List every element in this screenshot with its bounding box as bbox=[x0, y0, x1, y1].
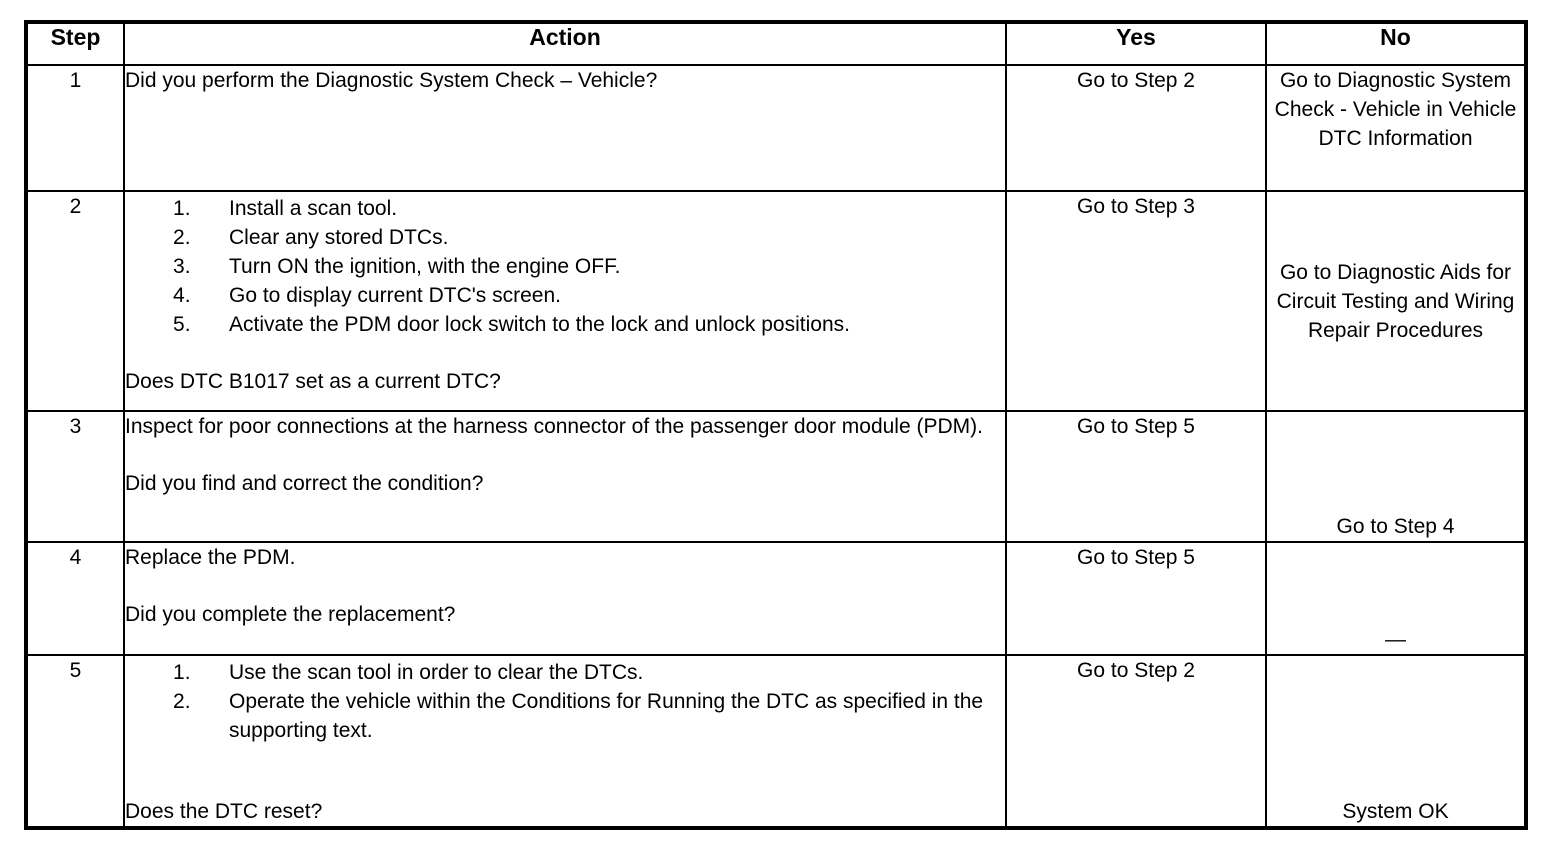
yes-cell: Go to Step 2 bbox=[1005, 64, 1267, 192]
yes-result-text: Go to Step 5 bbox=[1077, 415, 1195, 438]
list-item: Go to display current DTC's screen. bbox=[173, 281, 561, 310]
action-cell: Replace the PDM. Did you complete the re… bbox=[123, 541, 1007, 656]
action-step-list: Use the scan tool in order to clear the … bbox=[125, 658, 1005, 745]
table-row: 4 Replace the PDM. Did you complete the … bbox=[25, 541, 1527, 656]
no-result-text: Go to Diagnostic Aids for Circuit Testin… bbox=[1276, 260, 1515, 342]
list-item: Install a scan tool. bbox=[173, 194, 398, 223]
yes-cell: Go to Step 2 bbox=[1005, 654, 1267, 829]
table-header: Step Action Yes No bbox=[25, 21, 1527, 66]
no-result-text: System OK bbox=[1342, 800, 1449, 823]
action-question-text: Does the DTC reset? bbox=[125, 800, 323, 823]
yes-cell: Go to Step 5 bbox=[1005, 541, 1267, 656]
list-item: Operate the vehicle within the Condition… bbox=[173, 687, 984, 742]
no-result-text: — bbox=[1385, 628, 1406, 651]
table-row: 1 Did you perform the Diagnostic System … bbox=[25, 64, 1527, 192]
action-cell: Inspect for poor connections at the harn… bbox=[123, 410, 1007, 543]
step-number-cell: 2 bbox=[25, 190, 125, 412]
step-number-cell: 3 bbox=[25, 410, 125, 543]
column-header-yes: Yes bbox=[1005, 21, 1267, 66]
table-row: 3 Inspect for poor connections at the ha… bbox=[25, 410, 1527, 543]
list-item: Activate the PDM door lock switch to the… bbox=[173, 310, 850, 339]
step-number-cell: 1 bbox=[25, 64, 125, 192]
step-number-cell: 5 bbox=[25, 654, 125, 829]
column-header-no: No bbox=[1265, 21, 1527, 66]
yes-result-text: Go to Step 5 bbox=[1077, 546, 1195, 569]
table-row: 2 Install a scan tool. Clear any stored … bbox=[25, 190, 1527, 412]
no-cell: System OK bbox=[1265, 654, 1527, 829]
no-cell: Go to Step 4 bbox=[1265, 410, 1527, 543]
no-result-text: Go to Step 4 bbox=[1336, 515, 1455, 538]
no-result-text: Go to Diagnostic System Check - Vehicle … bbox=[1274, 69, 1517, 150]
table-header-row: Step Action Yes No bbox=[25, 21, 1527, 66]
column-header-step: Step bbox=[25, 21, 125, 66]
list-item: Use the scan tool in order to clear the … bbox=[173, 658, 644, 687]
yes-result-text: Go to Step 2 bbox=[1077, 69, 1195, 92]
no-cell: Go to Diagnostic System Check - Vehicle … bbox=[1265, 64, 1527, 192]
action-step-list: Install a scan tool. Clear any stored DT… bbox=[125, 194, 1005, 339]
action-cell: Use the scan tool in order to clear the … bbox=[123, 654, 1007, 829]
list-item: Turn ON the ignition, with the engine OF… bbox=[173, 252, 621, 281]
no-cell: — bbox=[1265, 541, 1527, 656]
diagnostic-table: Step Action Yes No 1 Did you perform the… bbox=[24, 20, 1528, 830]
table-row: 5 Use the scan tool in order to clear th… bbox=[25, 654, 1527, 829]
action-intro-text: Inspect for poor connections at the harn… bbox=[125, 415, 983, 438]
step-number-cell: 4 bbox=[25, 541, 125, 656]
yes-result-text: Go to Step 3 bbox=[1077, 195, 1195, 218]
yes-cell: Go to Step 5 bbox=[1005, 410, 1267, 543]
table-body: 1 Did you perform the Diagnostic System … bbox=[25, 64, 1527, 829]
action-intro-text: Did you perform the Diagnostic System Ch… bbox=[125, 69, 658, 92]
action-question-text: Does DTC B1017 set as a current DTC? bbox=[125, 370, 501, 393]
action-cell: Install a scan tool. Clear any stored DT… bbox=[123, 190, 1007, 412]
action-cell: Did you perform the Diagnostic System Ch… bbox=[123, 64, 1007, 192]
yes-result-text: Go to Step 2 bbox=[1077, 659, 1195, 682]
no-cell: Go to Diagnostic Aids for Circuit Testin… bbox=[1265, 190, 1527, 412]
action-question-text: Did you complete the replacement? bbox=[125, 603, 456, 626]
yes-cell: Go to Step 3 bbox=[1005, 190, 1267, 412]
action-question-text: Did you find and correct the condition? bbox=[125, 472, 484, 495]
action-intro-text: Replace the PDM. bbox=[125, 546, 296, 569]
list-item: Clear any stored DTCs. bbox=[173, 223, 449, 252]
column-header-action: Action bbox=[123, 21, 1007, 66]
